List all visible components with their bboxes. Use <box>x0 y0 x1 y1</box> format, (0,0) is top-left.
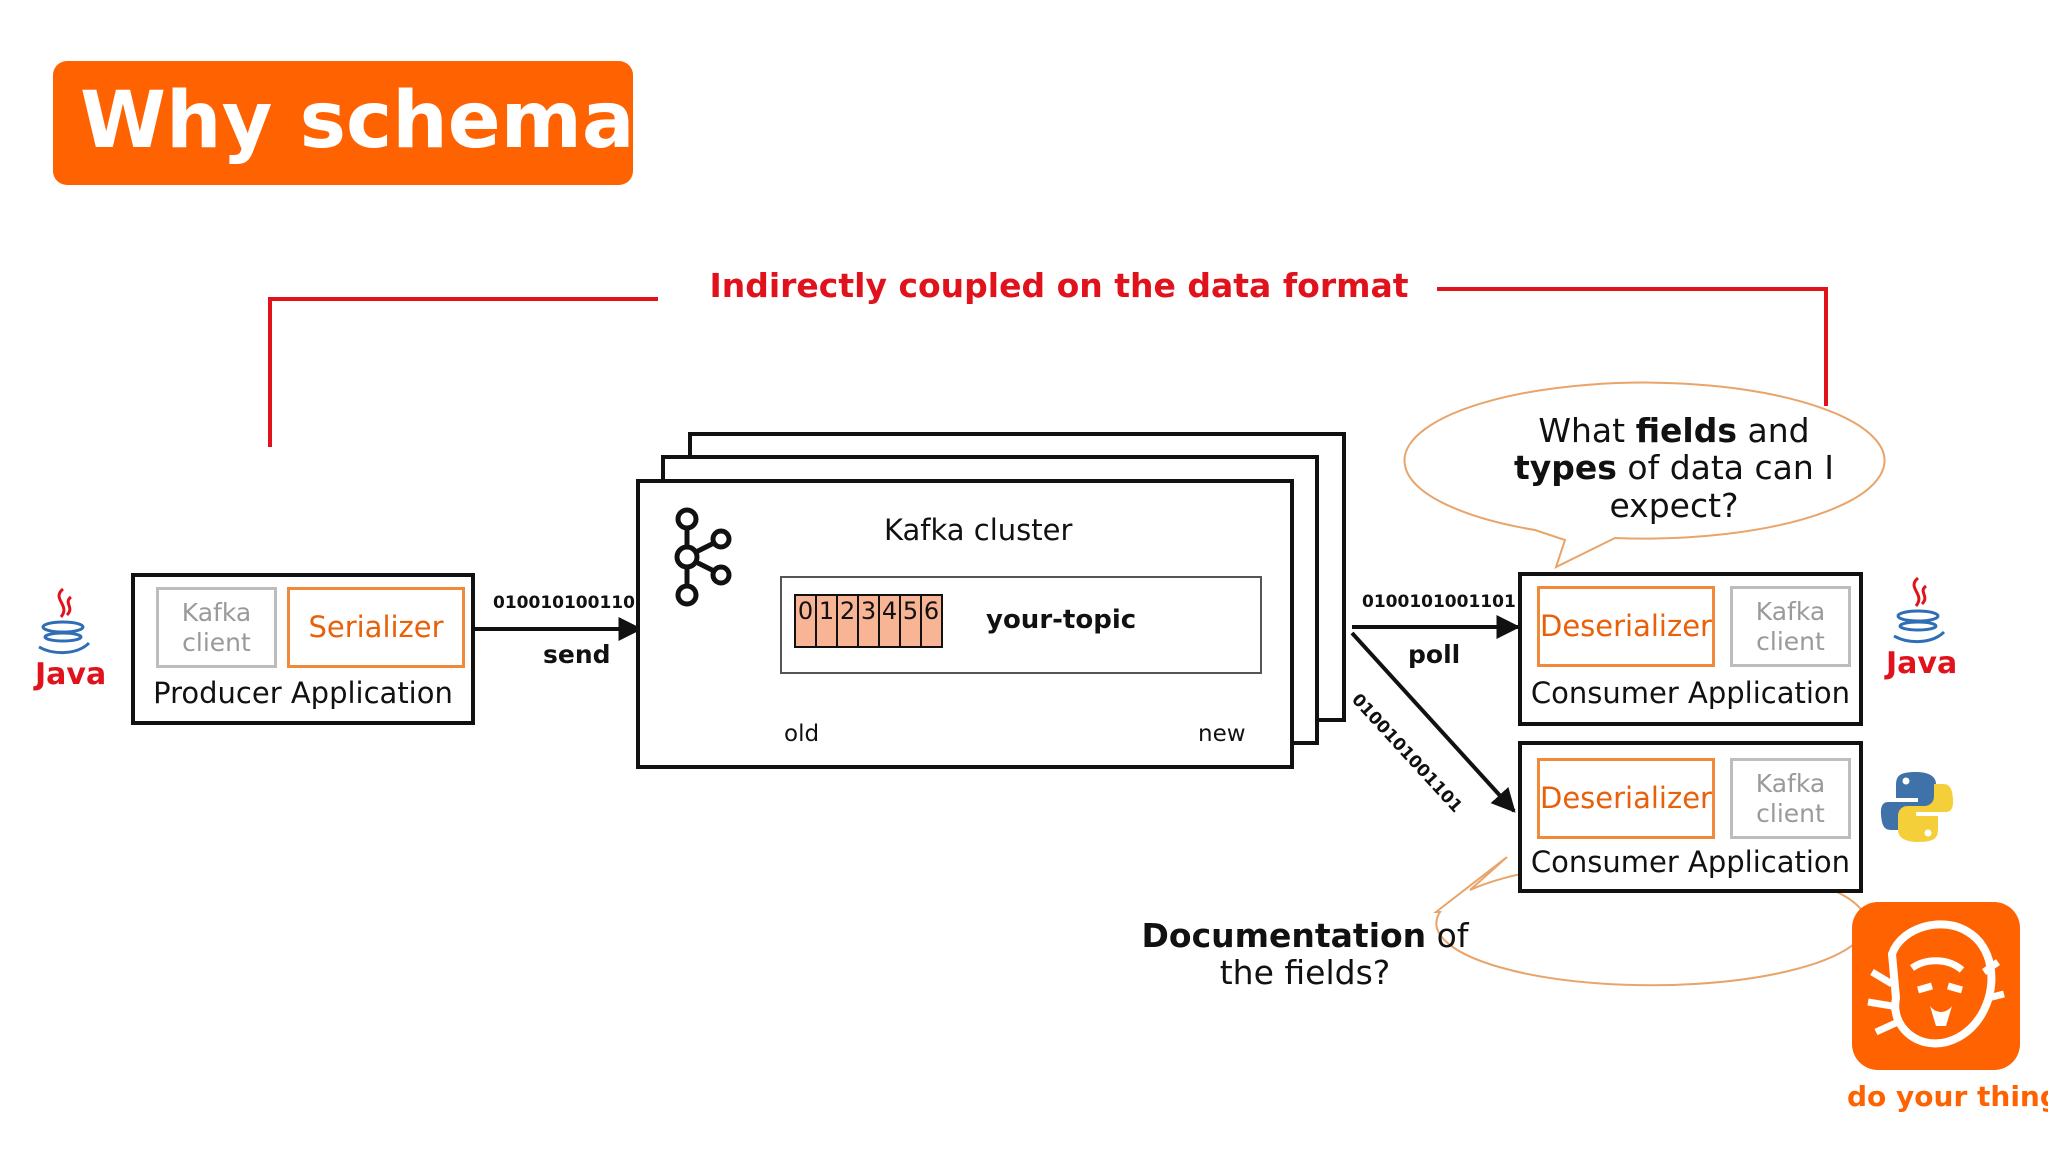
consumer1-app-label: Consumer Application <box>1530 676 1851 710</box>
bubble-bottom-text: Documentation of the fields? <box>1141 916 1469 993</box>
deserializer-box-2: Deserializer <box>1537 758 1715 839</box>
poll-bits: 0100101001101 <box>1362 592 1516 612</box>
consumer2-kafka-client: Kafka client <box>1730 758 1851 839</box>
java-label-producer: Java <box>35 657 107 692</box>
java-icon <box>38 587 91 654</box>
brand-tagline: do your thing <box>1847 1080 2048 1113</box>
partition-cell: 1 <box>815 594 838 648</box>
consumer-application-2: Deserializer Kafka client Consumer Appli… <box>1518 741 1863 893</box>
lion-icon <box>1867 920 2005 1048</box>
python-logo-icon <box>1880 772 1954 842</box>
producer-app-label: Producer Application <box>153 676 453 710</box>
coupling-bracket <box>268 287 1828 447</box>
lion-logo <box>1852 902 2020 1070</box>
speech-bubble-top <box>1403 381 1886 569</box>
partition-cell: 2 <box>836 594 859 648</box>
title-banner <box>53 61 633 185</box>
send-label: send <box>543 640 611 669</box>
kafka-cluster-label: Kafka cluster <box>884 513 1073 547</box>
consumer1-kafka-client: Kafka client <box>1730 586 1851 667</box>
kafka-logo-icon <box>674 507 732 607</box>
consumer-application-1: Deserializer Kafka client Consumer Appli… <box>1518 572 1863 726</box>
diagonal-poll-arrow <box>1350 631 1516 813</box>
timeline-old-label: old <box>784 721 820 747</box>
topic-name: your-topic <box>986 605 1137 635</box>
producer-application: Kafka client Serializer Producer Applica… <box>131 573 475 725</box>
java-icon <box>1893 576 1946 643</box>
consumer2-app-label: Consumer Application <box>1530 845 1851 879</box>
serializer-box: Serializer <box>287 587 465 668</box>
bubble-top-text: What fields and types of data can I expe… <box>1513 411 1835 525</box>
slide-title: Why schemas? <box>80 76 727 166</box>
partition-cell: 3 <box>857 594 880 648</box>
coupling-label: Indirectly coupled on the data format <box>709 266 1409 305</box>
partition-cell: 0 <box>794 594 817 648</box>
java-logo-producer: Java <box>27 585 107 692</box>
partition-cell: 5 <box>899 594 922 648</box>
send-bits: 0100101001101 <box>493 593 647 613</box>
partition-cell: 4 <box>878 594 901 648</box>
java-label-consumer: Java <box>1886 646 1958 681</box>
java-logo-consumer: Java <box>1882 574 1962 681</box>
producer-kafka-client: Kafka client <box>156 587 277 668</box>
timeline-new-label: new <box>1198 721 1246 747</box>
poll-label: poll <box>1408 640 1461 669</box>
deserializer-box-1: Deserializer <box>1537 586 1715 667</box>
partition-cell: 6 <box>920 594 943 648</box>
